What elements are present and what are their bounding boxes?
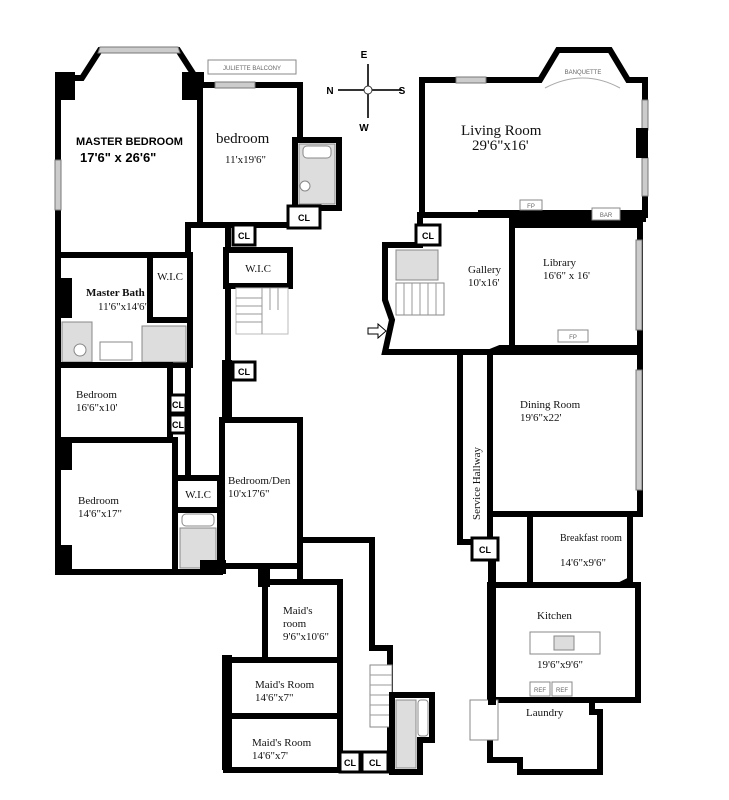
wic-label: W.I.C [185,489,211,501]
compass-south: S [399,86,406,97]
room-name: Maid's Room [252,737,312,749]
room-dims: 14'6"x9'6" [560,557,606,569]
room-name: bedroom [216,131,270,147]
room-name: MASTER BEDROOM [76,136,183,148]
room-name: Service Hallway [471,447,483,520]
room-dims: 14'6"x7' [252,750,288,762]
fireplace-label: FP [569,335,577,341]
bar-label: BAR [600,213,613,219]
closet-label: CL [344,758,356,768]
maid-wing: CL CL [222,537,435,775]
room-name: Laundry [526,707,564,719]
closet-label: CL [172,420,184,430]
closet-label: CL [238,231,250,241]
room-dims: 11'x19'6" [225,154,266,166]
closet-label: CL [238,367,250,377]
closet-label: CL [172,400,184,410]
room-dims: 10'x16' [468,277,499,289]
room-name: Maid's Room [255,679,315,691]
room-dims: 14'6"x17" [78,508,122,520]
bedroom-2: JULIETTE BALCONY CL [197,59,342,230]
laundry [487,697,603,775]
compass-rose: N S E W [326,50,405,134]
juliette-balcony-label: JULIETTE BALCONY [223,66,281,72]
room-name: Living Room [461,123,542,139]
room-dims: 19'6"x9'6" [537,659,583,671]
left-wing: JULIETTE BALCONY CL CL W.I.C CL [54,46,435,775]
fireplace-label: FP [527,204,535,210]
entrance-arrow-icon [367,322,387,340]
room-name: Bedroom/Den [228,475,291,487]
room-dims: 16'6"x10' [76,402,117,414]
wic-label: W.I.C [245,263,271,275]
room-dims: 9'6"x10'6" [283,631,329,643]
compass-north: N [326,86,333,97]
room-dims: 10'x17'6" [228,488,269,500]
closet-label: CL [298,213,310,223]
closet-label: CL [369,758,381,768]
room-name: Dining Room [520,399,581,411]
room-dims: 14'6"x7" [255,692,293,704]
refrigerator-label: REF [556,688,568,694]
right-wing: BANQUETTE FP BAR CL FP CL [367,47,649,775]
juliette-balcony [207,59,297,75]
compass-east: E [361,50,368,61]
dining-room [487,349,643,517]
room-dims: 19'6"x22' [520,412,561,424]
room-labels: MASTER BEDROOM 17'6" x 26'6" bedroom 11'… [76,123,622,762]
room-name: Bedroom [76,389,117,401]
bedroom-3 [55,362,173,443]
library: FP [509,222,643,351]
closet-label: CL [422,231,434,241]
master-bath [55,252,193,368]
banquette-label: BANQUETTE [565,70,602,76]
walk-in-closet [223,247,293,289]
compass-west: W [359,123,369,134]
room-name: Kitchen [537,610,572,622]
room-dims: 16'6" x 16' [543,270,590,282]
room-name: Bedroom [78,495,119,507]
room-name: Gallery [468,264,501,276]
room-name: Library [543,257,576,269]
closet-label: CL [479,545,491,555]
room-dims: 29'6"x16' [472,138,529,154]
wic-label: W.I.C [157,271,183,283]
room-dims: 11'6"x14'6" [98,301,149,313]
room-name: Master Bath [86,287,145,299]
bedroom-4 [55,437,178,575]
refrigerator-label: REF [534,688,546,694]
breakfast-room [527,511,633,593]
stairs [235,287,289,335]
room-dims: 17'6" x 26'6" [80,150,156,165]
room-name: Breakfast room [560,533,622,544]
